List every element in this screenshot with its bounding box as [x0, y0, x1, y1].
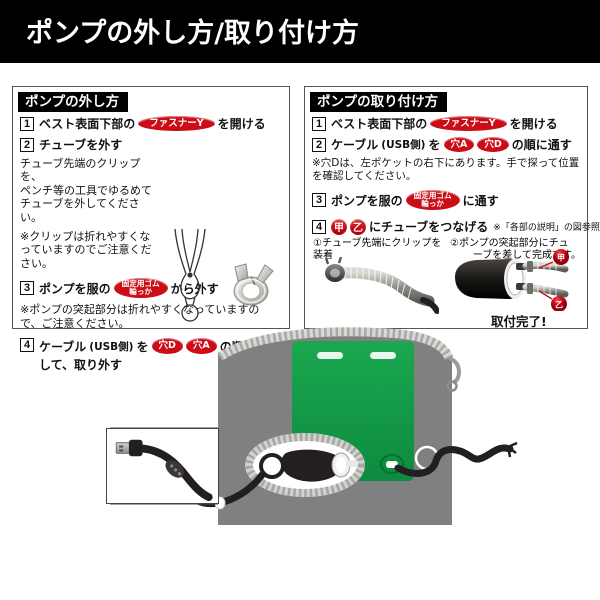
note-tube-removal: チューブ先端のクリップを、 ペンチ等の工具でゆるめて チューブを外してください。 — [20, 157, 152, 224]
badge-line-1: 固定用ゴム — [413, 191, 452, 201]
step-text: ベスト表面下部の ファスナーY を開ける — [331, 115, 558, 132]
note-hole-d-location: ※穴Dは、左ポケットの右下にあります。手で探って位置 を確認してください。 — [312, 157, 580, 183]
badge-fastener-y: ファスナーY — [138, 115, 215, 132]
step-text: ベスト表面下部の ファスナーY を開ける — [39, 115, 266, 132]
panel-removal-title: ポンプの外し方 — [18, 92, 129, 112]
step-text-post: に通す — [462, 193, 499, 208]
vest-illustration — [0, 325, 600, 570]
panel-pump-install: ポンプの取り付け方 1 ベスト表面下部の ファスナーY を開ける 2 ケーブル … — [304, 86, 600, 329]
badge-line-2: 輪っか — [129, 287, 153, 297]
step-reference-note: ※「各部の説明」の図参照 — [493, 223, 600, 234]
step-text-post: を開ける — [509, 117, 558, 131]
substep-2: ②ポンプの突起部分にチュ ーブを差して完成です。 — [450, 238, 581, 262]
step-number: 2 — [312, 137, 326, 152]
step-number: 1 — [312, 116, 326, 131]
step-number: 3 — [312, 193, 326, 208]
step-text: ケーブル (USB側) を 穴A 穴D の順に通す — [331, 136, 572, 153]
note-clip-fragile: ※クリップは折れやすくな っていますのでご注意くだ さい。 — [20, 230, 152, 270]
pump-connection-icon: 甲 乙 — [453, 249, 578, 311]
badge-fixing-rubber: 固定用ゴム 輪っか — [113, 278, 168, 299]
usb-cable-inset-box — [106, 428, 219, 504]
panel-pump-removal: ポンプの外し方 1 ベスト表面下部の ファスナーY を開ける 2 チューブを外す… — [12, 86, 316, 372]
step-text: ポンプを服の 固定用ゴム 輪っか から外す — [39, 278, 219, 299]
installation-complete-label: 取付完了! — [491, 314, 547, 329]
header-bar: ポンプの外し方/取り付け方 — [0, 0, 600, 63]
svg-text:乙: 乙 — [555, 301, 563, 310]
install-step-1: 1 ベスト表面下部の ファスナーY を開ける — [305, 113, 587, 134]
badge-hole-a: 穴A — [185, 338, 217, 354]
step-text-pre: ポンプを服の — [39, 281, 111, 296]
substep-2-line2: ーブを差して完成です。 — [472, 250, 581, 262]
pump-unit — [259, 449, 358, 482]
step-text-mid: を — [136, 339, 149, 354]
step-text-continued: して、取り外す — [39, 357, 123, 372]
badge-line-1: 固定用ゴム — [121, 279, 160, 289]
step-text-pre: ケーブル — [331, 138, 379, 152]
substep-1: ①チューブ先端にクリップを装着 — [313, 238, 442, 262]
install-step-3: 3 ポンプを服の 固定用ゴム 輪っか に通す — [305, 188, 587, 212]
badge-hole-d: 穴D — [151, 338, 183, 354]
removal-step-1: 1 ベスト表面下部の ファスナーY を開ける — [13, 113, 289, 134]
cable-right — [394, 441, 518, 477]
install-step-4: 4 甲 乙 にチューブをつなげる ※「各部の説明」の図参照 — [305, 216, 600, 237]
step-number: 4 — [20, 337, 34, 352]
step-text-pre: ベスト表面下部の — [331, 117, 428, 131]
step-text-pre: ベスト表面下部の — [39, 117, 136, 131]
badge-ko: 甲 — [331, 218, 347, 235]
step-text-post: にチューブをつなげる — [369, 220, 489, 235]
step-text-mid: を — [428, 138, 441, 152]
step-text: 甲 乙 にチューブをつなげる ※「各部の説明」の図参照 — [331, 218, 600, 235]
panel-install-body: 1 ベスト表面下部の ファスナーY を開ける 2 ケーブル (USB側) を 穴… — [305, 113, 600, 262]
step-text-post: を開ける — [217, 117, 266, 131]
badge-otsu: 乙 — [350, 218, 366, 235]
badge-fixing-rubber: 固定用ゴム 輪っか — [405, 190, 460, 211]
substep-2-line1: ②ポンプの突起部分にチュ — [450, 238, 569, 250]
step-text: ポンプを服の 固定用ゴム 輪っか に通す — [331, 190, 499, 211]
page-title: ポンプの外し方/取り付け方 — [26, 18, 360, 49]
hose-clip-icon — [221, 255, 283, 311]
tube-with-clip-icon — [319, 257, 439, 319]
removal-step-2: 2 チューブを外す — [13, 134, 289, 155]
install-step-2: 2 ケーブル (USB側) を 穴A 穴D の順に通す — [305, 134, 587, 155]
step-text-paren: (USB側) — [381, 139, 426, 151]
badge-hole-d: 穴D — [477, 136, 509, 153]
step-text-paren: (USB側) — [89, 340, 134, 353]
step-number: 3 — [20, 281, 34, 296]
panel-install-title: ポンプの取り付け方 — [310, 92, 448, 112]
step-text-post: の順に通す — [511, 138, 572, 152]
zipper-top — [217, 327, 462, 392]
step-text-pre: ポンプを服の — [331, 193, 403, 208]
step-number: 4 — [312, 219, 326, 234]
step-text-post: から外す — [170, 281, 219, 296]
badge-hole-a: 穴A — [443, 136, 475, 153]
removal-step-3: 3 ポンプを服の 固定用ゴム 輪っか から外す — [13, 276, 289, 300]
svg-text:甲: 甲 — [557, 254, 565, 263]
step-text: チューブを外す — [39, 136, 122, 153]
install-substeps: ①チューブ先端にクリップを装着 ②ポンプの突起部分にチュ ーブを差して完成です。 — [305, 237, 587, 262]
step-number: 2 — [20, 137, 34, 152]
note-pump-fragile: ※ポンプの突起部分は折れやすくなっていますので、ご注意ください。 — [20, 303, 260, 330]
badge-line-2: 輪っか — [421, 199, 445, 209]
step-number: 1 — [20, 116, 34, 131]
pliers-icon — [159, 227, 221, 327]
step-text-pre: チューブを外す — [39, 138, 123, 152]
step-text-pre: ケーブル — [39, 339, 87, 354]
panel-removal-body: 1 ベスト表面下部の ファスナーY を開ける 2 チューブを外す チューブ先端の… — [13, 113, 316, 375]
badge-fastener-y: ファスナーY — [430, 115, 507, 132]
